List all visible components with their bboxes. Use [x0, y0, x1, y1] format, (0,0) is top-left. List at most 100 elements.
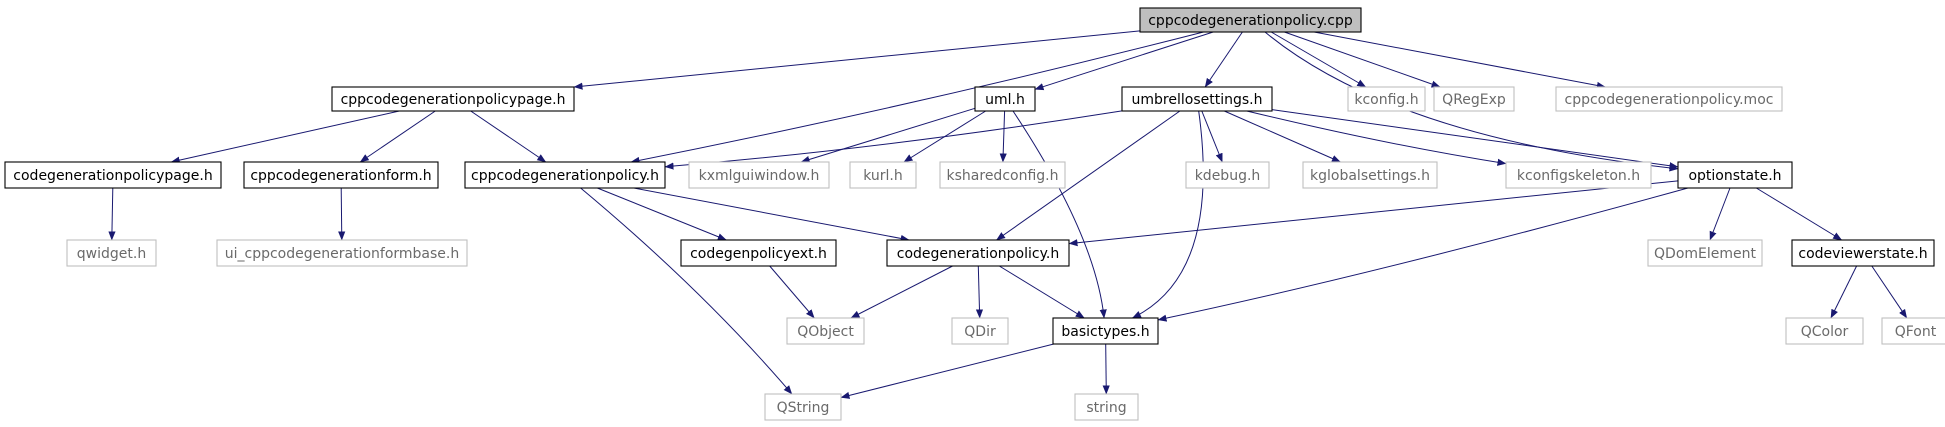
node-cgpExt[interactable]: codegenpolicyext.h	[680, 239, 837, 267]
node-label: QDomElement	[1654, 246, 1756, 262]
node-label: kurl.h	[863, 168, 903, 184]
node-label: basictypes.h	[1061, 324, 1149, 340]
edge-arrow	[850, 265, 953, 319]
node-kurl: kurl.h	[849, 161, 917, 189]
edge-arrow	[1314, 31, 1606, 89]
node-box	[1785, 317, 1864, 345]
node-cgp[interactable]: codegenerationpolicy.h	[886, 239, 1070, 267]
edge-arrow	[1102, 343, 1110, 395]
edge-cppPage-cgpPage	[170, 110, 400, 164]
node-cppPolicy[interactable]: cppcodegenerationpolicy.h	[464, 161, 666, 189]
edge-optionstate-basictypes	[1157, 187, 1689, 322]
node-kconfigh: kconfig.h	[1347, 86, 1426, 112]
edge-cppPage-cppPolicy	[470, 110, 547, 163]
edge-cvstate-qfont	[1871, 265, 1908, 319]
node-box	[1185, 161, 1270, 189]
edge-root-umlh	[1034, 31, 1214, 91]
node-label: ui_cppcodegenerationformbase.h	[225, 246, 459, 262]
edge-umbrello-optionstate	[1271, 109, 1679, 170]
edge-root-qregexp	[1284, 31, 1441, 88]
edge-arrow	[1131, 110, 1204, 319]
edge-arrow	[1871, 265, 1908, 319]
node-basictypes[interactable]: basictypes.h	[1052, 317, 1159, 345]
edge-arrow	[1270, 31, 1367, 88]
node-layer: cppcodegenerationpolicy.cpp cppcodegenera…	[4, 7, 1945, 421]
edge-cppPage-cppForm	[359, 110, 436, 163]
node-box	[4, 161, 222, 189]
node-label: kconfig.h	[1354, 92, 1418, 108]
edge-cgpExt-qobject	[769, 265, 815, 319]
edge-umlh-kshared	[999, 110, 1007, 163]
edge-cgp-qobject	[850, 265, 953, 319]
node-label: QDir	[964, 324, 996, 340]
node-label: optionstate.h	[1688, 168, 1781, 184]
node-label: kconfigskeleton.h	[1517, 168, 1640, 184]
edge-umbrello-basictypes	[1131, 110, 1204, 319]
edge-cgp-basictypes	[999, 265, 1085, 319]
node-kdebug: kdebug.h	[1185, 161, 1270, 189]
node-box	[1052, 317, 1159, 345]
edge-umbrello-kglobal	[1224, 110, 1341, 163]
node-cppForm[interactable]: cppcodegenerationform.h	[243, 161, 439, 189]
node-optionstate[interactable]: optionstate.h	[1677, 161, 1793, 189]
edge-arrow	[359, 110, 436, 163]
node-qcolor: QColor	[1785, 317, 1864, 345]
edge-arrow	[630, 31, 1204, 164]
edge-basictypes-qstring	[840, 343, 1054, 399]
edge-arrow	[170, 110, 400, 164]
edge-arrow	[580, 187, 793, 395]
node-label: string	[1086, 400, 1126, 416]
edge-arrow	[1068, 180, 1679, 247]
edge-root-umbrello	[1204, 31, 1243, 88]
node-box	[786, 317, 865, 345]
edge-arrow	[999, 265, 1085, 319]
edge-arrow	[1830, 265, 1858, 319]
edge-root-optionstate	[1264, 31, 1679, 172]
node-box	[680, 239, 837, 267]
node-box	[66, 239, 157, 267]
node-label: cppcodegenerationform.h	[250, 168, 431, 184]
node-box	[216, 239, 468, 267]
node-box	[951, 317, 1009, 345]
node-label: QFont	[1895, 324, 1937, 340]
node-cgpPage[interactable]: codegenerationpolicypage.h	[4, 161, 222, 189]
edge-cppPolicy-qstring	[580, 187, 793, 395]
node-cvstate[interactable]: codeviewerstate.h	[1791, 239, 1935, 267]
edge-arrow	[470, 110, 547, 163]
node-umbrello[interactable]: umbrellosettings.h	[1121, 86, 1273, 112]
node-moc: cppcodegenerationpolicy.moc	[1555, 86, 1783, 112]
edge-arrow	[108, 187, 116, 241]
node-box	[1433, 86, 1515, 112]
node-kskel: kconfigskeleton.h	[1505, 161, 1652, 189]
node-label: QObject	[797, 324, 854, 340]
edge-arrow	[975, 265, 984, 319]
node-box	[1074, 393, 1139, 421]
node-root[interactable]: cppcodegenerationpolicy.cpp	[1139, 7, 1362, 33]
edge-arrow	[1246, 110, 1507, 166]
edge-arrow	[664, 110, 1123, 170]
edge-arrow	[597, 187, 727, 241]
edge-root-moc	[1314, 31, 1606, 89]
node-qfont: QFont	[1881, 317, 1945, 345]
edge-arrow	[999, 110, 1007, 163]
node-cppPage[interactable]: cppcodegenerationpolicypage.h	[331, 86, 575, 112]
node-box	[331, 86, 575, 112]
edge-arrow	[573, 30, 1141, 90]
edge-layer	[108, 30, 1908, 399]
edge-arrow	[800, 107, 976, 163]
edge-arrow	[1756, 187, 1843, 241]
node-box	[939, 161, 1066, 189]
edge-umlh-basictypes	[1012, 110, 1107, 319]
node-label: QRegExp	[1442, 92, 1506, 108]
node-box	[1302, 161, 1438, 189]
edge-optionstate-cvstate	[1756, 187, 1843, 241]
node-box	[1555, 86, 1783, 112]
edge-root-cppPolicy	[630, 31, 1204, 164]
node-label: codegenerationpolicypage.h	[13, 168, 212, 184]
node-kxml: kxmlguiwindow.h	[688, 161, 830, 189]
edge-cppPolicy-cgp	[633, 187, 910, 242]
node-umlh[interactable]: uml.h	[974, 86, 1036, 112]
edge-optionstate-qdomel	[1709, 187, 1731, 241]
node-box	[1647, 239, 1763, 267]
node-qstring: QString	[764, 393, 842, 421]
